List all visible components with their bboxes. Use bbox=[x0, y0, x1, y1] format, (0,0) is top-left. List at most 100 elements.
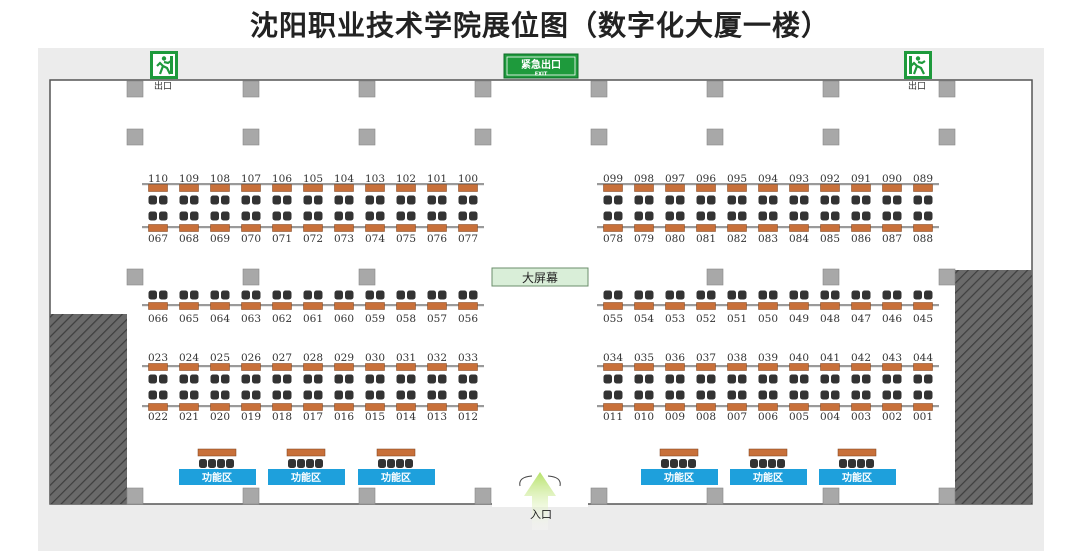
booth-chair bbox=[738, 195, 747, 205]
booth-desk bbox=[696, 363, 716, 371]
booth-chair bbox=[696, 211, 705, 221]
booth-desk bbox=[913, 363, 933, 371]
booth-chair bbox=[758, 195, 767, 205]
booth-chair bbox=[407, 390, 416, 400]
booth-chair bbox=[334, 390, 343, 400]
pillar bbox=[358, 80, 376, 98]
booth-chair bbox=[614, 195, 623, 205]
booth-chair bbox=[179, 195, 188, 205]
booth-chair bbox=[862, 195, 871, 205]
booth-desk bbox=[427, 224, 447, 232]
booth-chair bbox=[407, 195, 416, 205]
booth-chair bbox=[893, 290, 902, 300]
booth-chair bbox=[789, 195, 798, 205]
booth-desk bbox=[665, 224, 685, 232]
booth-number: 066 bbox=[148, 313, 168, 325]
function-area-chair bbox=[750, 459, 758, 468]
pillar bbox=[706, 268, 724, 286]
booth-chair bbox=[345, 374, 354, 384]
booth-desk bbox=[758, 184, 778, 192]
booth-chair bbox=[820, 374, 829, 384]
booth-chair bbox=[676, 195, 685, 205]
booth-chair bbox=[831, 195, 840, 205]
booth-chair bbox=[314, 211, 323, 221]
booth-chair bbox=[882, 290, 891, 300]
booth-chair bbox=[738, 211, 747, 221]
booth-chair bbox=[707, 211, 716, 221]
booth-chair bbox=[252, 290, 261, 300]
pillar bbox=[126, 487, 144, 505]
function-area-chair bbox=[688, 459, 696, 468]
booth-chair bbox=[707, 374, 716, 384]
booth-number: 009 bbox=[665, 411, 685, 423]
booth-chair bbox=[376, 211, 385, 221]
booth-desk bbox=[820, 184, 840, 192]
booth-number: 083 bbox=[758, 233, 778, 245]
booth-desk bbox=[241, 224, 261, 232]
booth-desk bbox=[241, 184, 261, 192]
booth-desk bbox=[210, 302, 230, 310]
booth-chair bbox=[469, 290, 478, 300]
booth-chair bbox=[272, 195, 281, 205]
pillar bbox=[590, 487, 608, 505]
booth-chair bbox=[789, 390, 798, 400]
function-area-chair bbox=[297, 459, 305, 468]
booth-chair bbox=[851, 290, 860, 300]
booth-number: 077 bbox=[458, 233, 478, 245]
booth-number: 107 bbox=[241, 173, 261, 185]
booth-number: 099 bbox=[603, 173, 623, 185]
booth-chair bbox=[789, 374, 798, 384]
booth-chair bbox=[427, 390, 436, 400]
booth-chair bbox=[769, 211, 778, 221]
function-area-label: 功能区 bbox=[381, 471, 411, 484]
booth-chair bbox=[314, 374, 323, 384]
booth-desk bbox=[820, 302, 840, 310]
booth-desk bbox=[179, 184, 199, 192]
booth-number: 001 bbox=[913, 411, 933, 423]
booth-number: 014 bbox=[396, 411, 416, 423]
function-area-chair bbox=[199, 459, 207, 468]
booth-desk bbox=[727, 403, 747, 411]
booth-number: 108 bbox=[210, 173, 230, 185]
booth-desk bbox=[210, 224, 230, 232]
booth-number: 082 bbox=[727, 233, 747, 245]
booth-number: 053 bbox=[665, 313, 685, 325]
booth-chair bbox=[924, 390, 933, 400]
booth-desk bbox=[272, 363, 292, 371]
booth-chair bbox=[800, 290, 809, 300]
pillar bbox=[242, 487, 260, 505]
booth-number: 043 bbox=[882, 352, 902, 364]
booth-number: 050 bbox=[758, 313, 778, 325]
booth-chair bbox=[283, 211, 292, 221]
booth-desk bbox=[634, 363, 654, 371]
booth-chair bbox=[831, 211, 840, 221]
booth-chair bbox=[665, 290, 674, 300]
booth-number: 010 bbox=[634, 411, 654, 423]
booth-number: 060 bbox=[334, 313, 354, 325]
booth-desk bbox=[272, 224, 292, 232]
function-area-label: 功能区 bbox=[753, 471, 783, 484]
exit-icon-right bbox=[904, 51, 932, 79]
booth-desk bbox=[603, 184, 623, 192]
booth-number: 033 bbox=[458, 352, 478, 364]
booth-chair bbox=[789, 290, 798, 300]
booth-chair bbox=[241, 195, 250, 205]
booth-number: 040 bbox=[789, 352, 809, 364]
booth-desk bbox=[665, 184, 685, 192]
booth-chair bbox=[334, 374, 343, 384]
booth-desk bbox=[882, 224, 902, 232]
booth-desk bbox=[272, 302, 292, 310]
booth-chair bbox=[241, 290, 250, 300]
booth-number: 105 bbox=[303, 173, 323, 185]
booth-number: 063 bbox=[241, 313, 261, 325]
booth-desk bbox=[458, 184, 478, 192]
booth-chair bbox=[924, 195, 933, 205]
booth-chair bbox=[179, 374, 188, 384]
booth-chair bbox=[407, 290, 416, 300]
booth-chair bbox=[148, 374, 157, 384]
booth-number: 079 bbox=[634, 233, 654, 245]
booth-number: 059 bbox=[365, 313, 385, 325]
booth-chair bbox=[924, 374, 933, 384]
booth-desk bbox=[789, 403, 809, 411]
